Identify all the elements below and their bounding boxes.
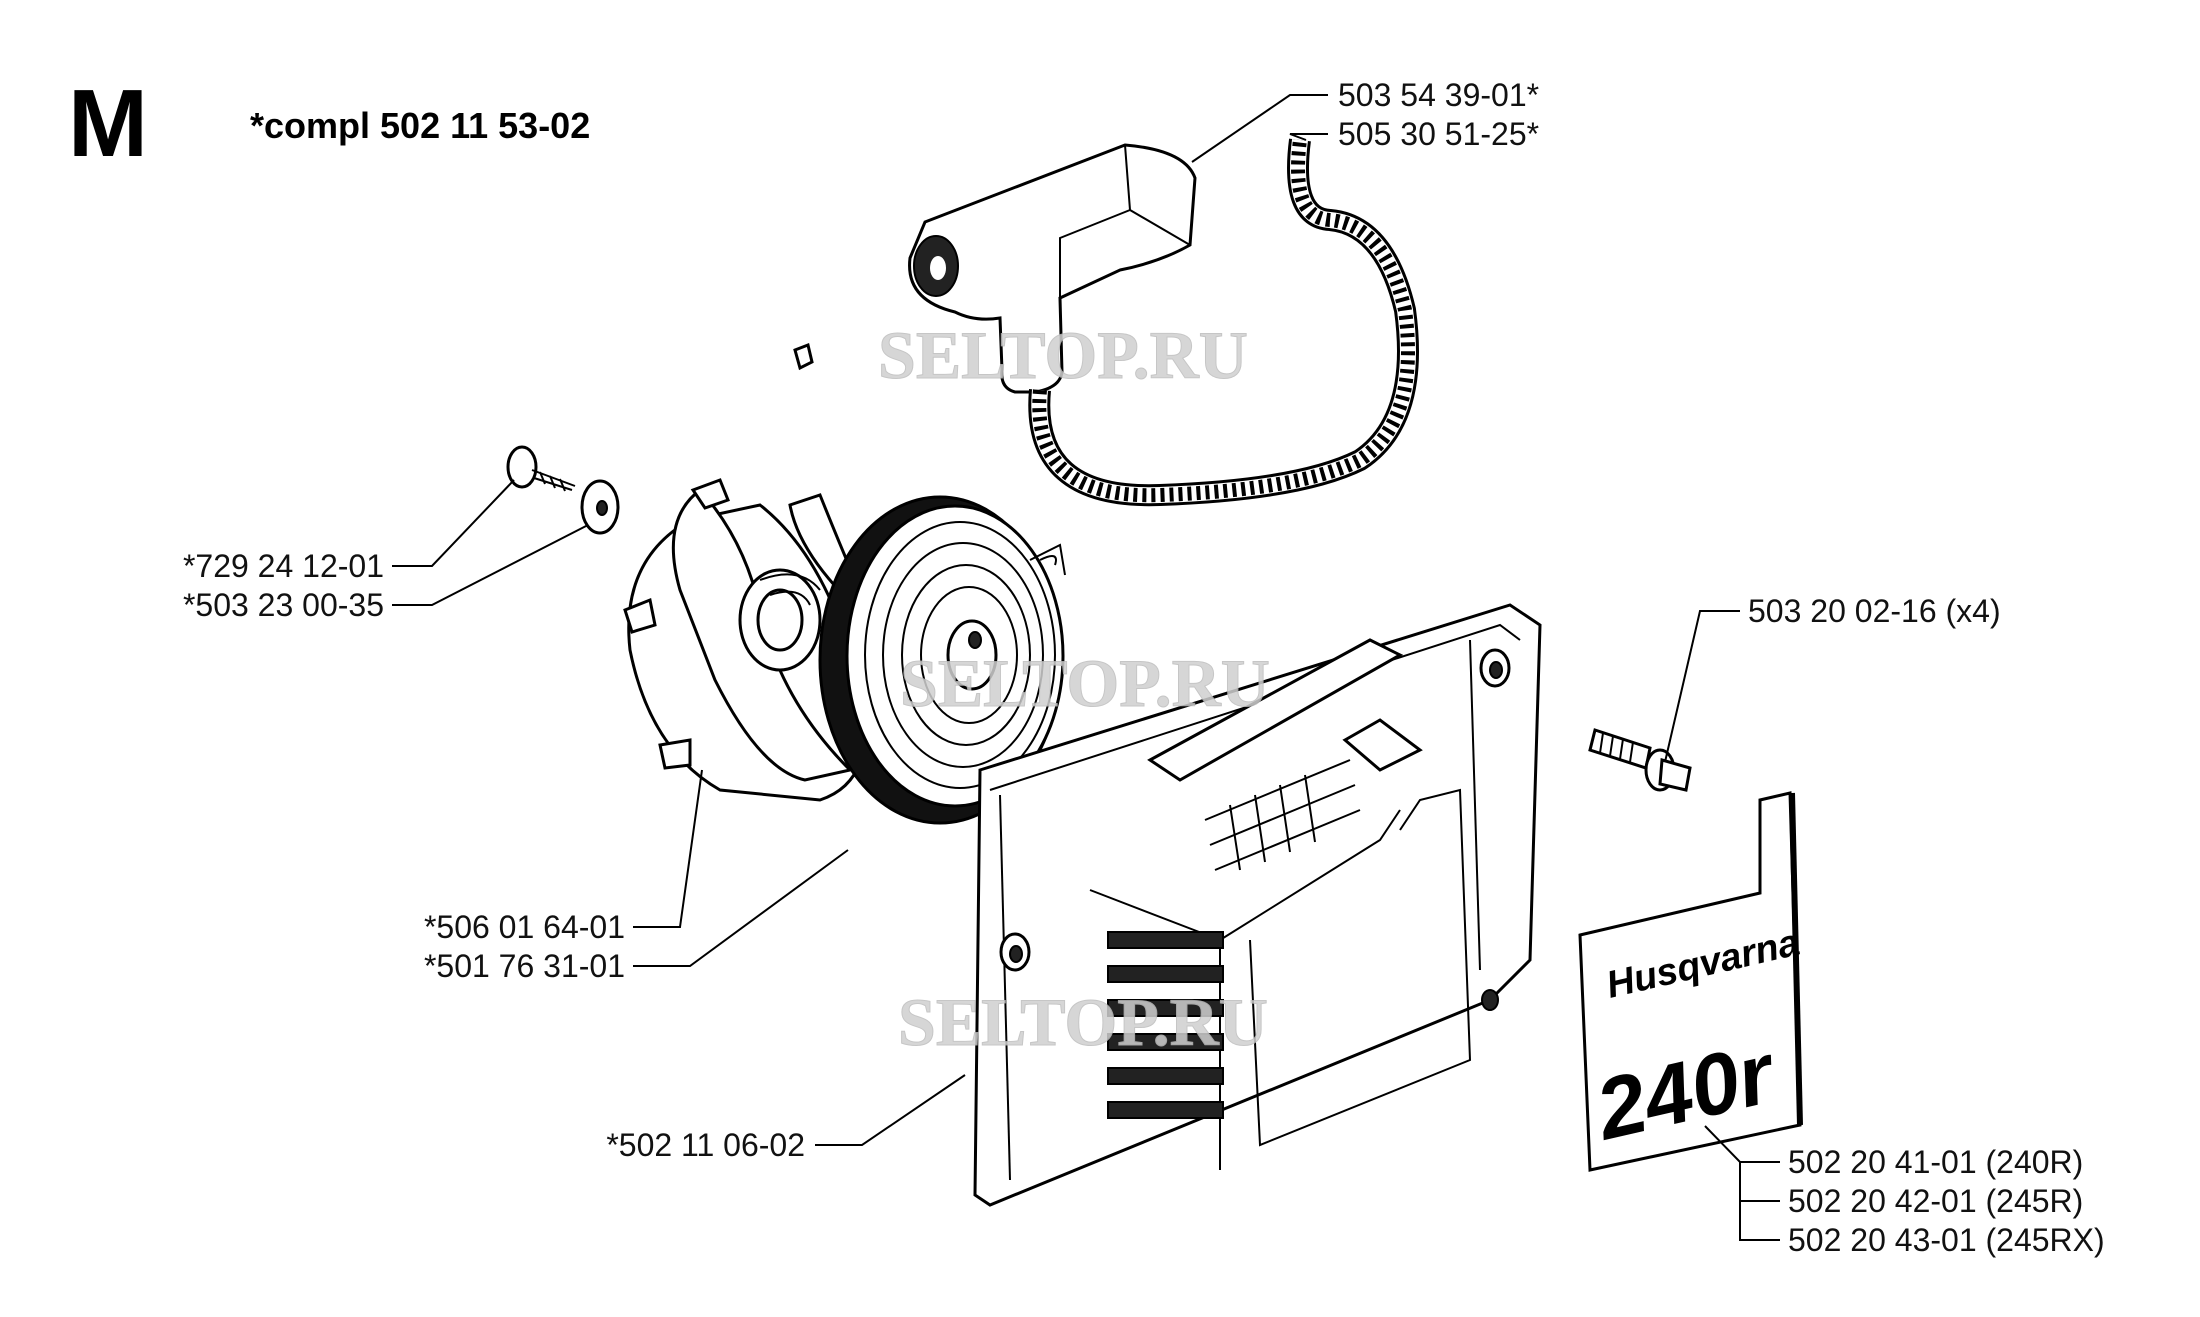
callout-screw-small: *729 24 12-01 xyxy=(183,548,384,584)
callout-decal-240r: 502 20 41-01 (240R) xyxy=(1788,1144,2083,1180)
callout-pulley: *506 01 64-01 xyxy=(424,909,625,945)
callout-handle: 503 54 39-01* xyxy=(1338,77,1539,113)
watermark-2: SELTOP.RU xyxy=(900,645,1270,721)
starter-handle xyxy=(908,143,1197,394)
model-decal: Husqvarna 240r xyxy=(1578,791,1803,1172)
assembly-note: *compl 502 11 53-02 xyxy=(250,105,590,146)
leader-lines xyxy=(392,94,1780,1241)
watermark-3: SELTOP.RU xyxy=(898,984,1268,1060)
washer xyxy=(580,479,620,535)
starter-cover xyxy=(973,603,1542,1207)
pulley xyxy=(623,342,877,802)
callout-decal-245rx: 502 20 43-01 (245RX) xyxy=(1788,1222,2105,1258)
watermark-1: SELTOP.RU xyxy=(878,317,1248,393)
callout-bolt: 503 20 02-16 (x4) xyxy=(1748,593,2001,629)
starter-cord xyxy=(1028,138,1419,507)
bolt xyxy=(1588,728,1692,792)
callout-cover: *502 11 06-02 xyxy=(606,1127,805,1163)
callout-decal-245r: 502 20 42-01 (245R) xyxy=(1788,1183,2083,1219)
small-screw xyxy=(506,445,576,492)
callout-cord: 505 30 51-25* xyxy=(1338,116,1539,152)
callout-washer: *503 23 00-35 xyxy=(183,587,384,623)
callout-spring: *501 76 31-01 xyxy=(424,948,625,984)
section-letter: M xyxy=(68,70,148,177)
recoil-spring xyxy=(818,495,1066,825)
